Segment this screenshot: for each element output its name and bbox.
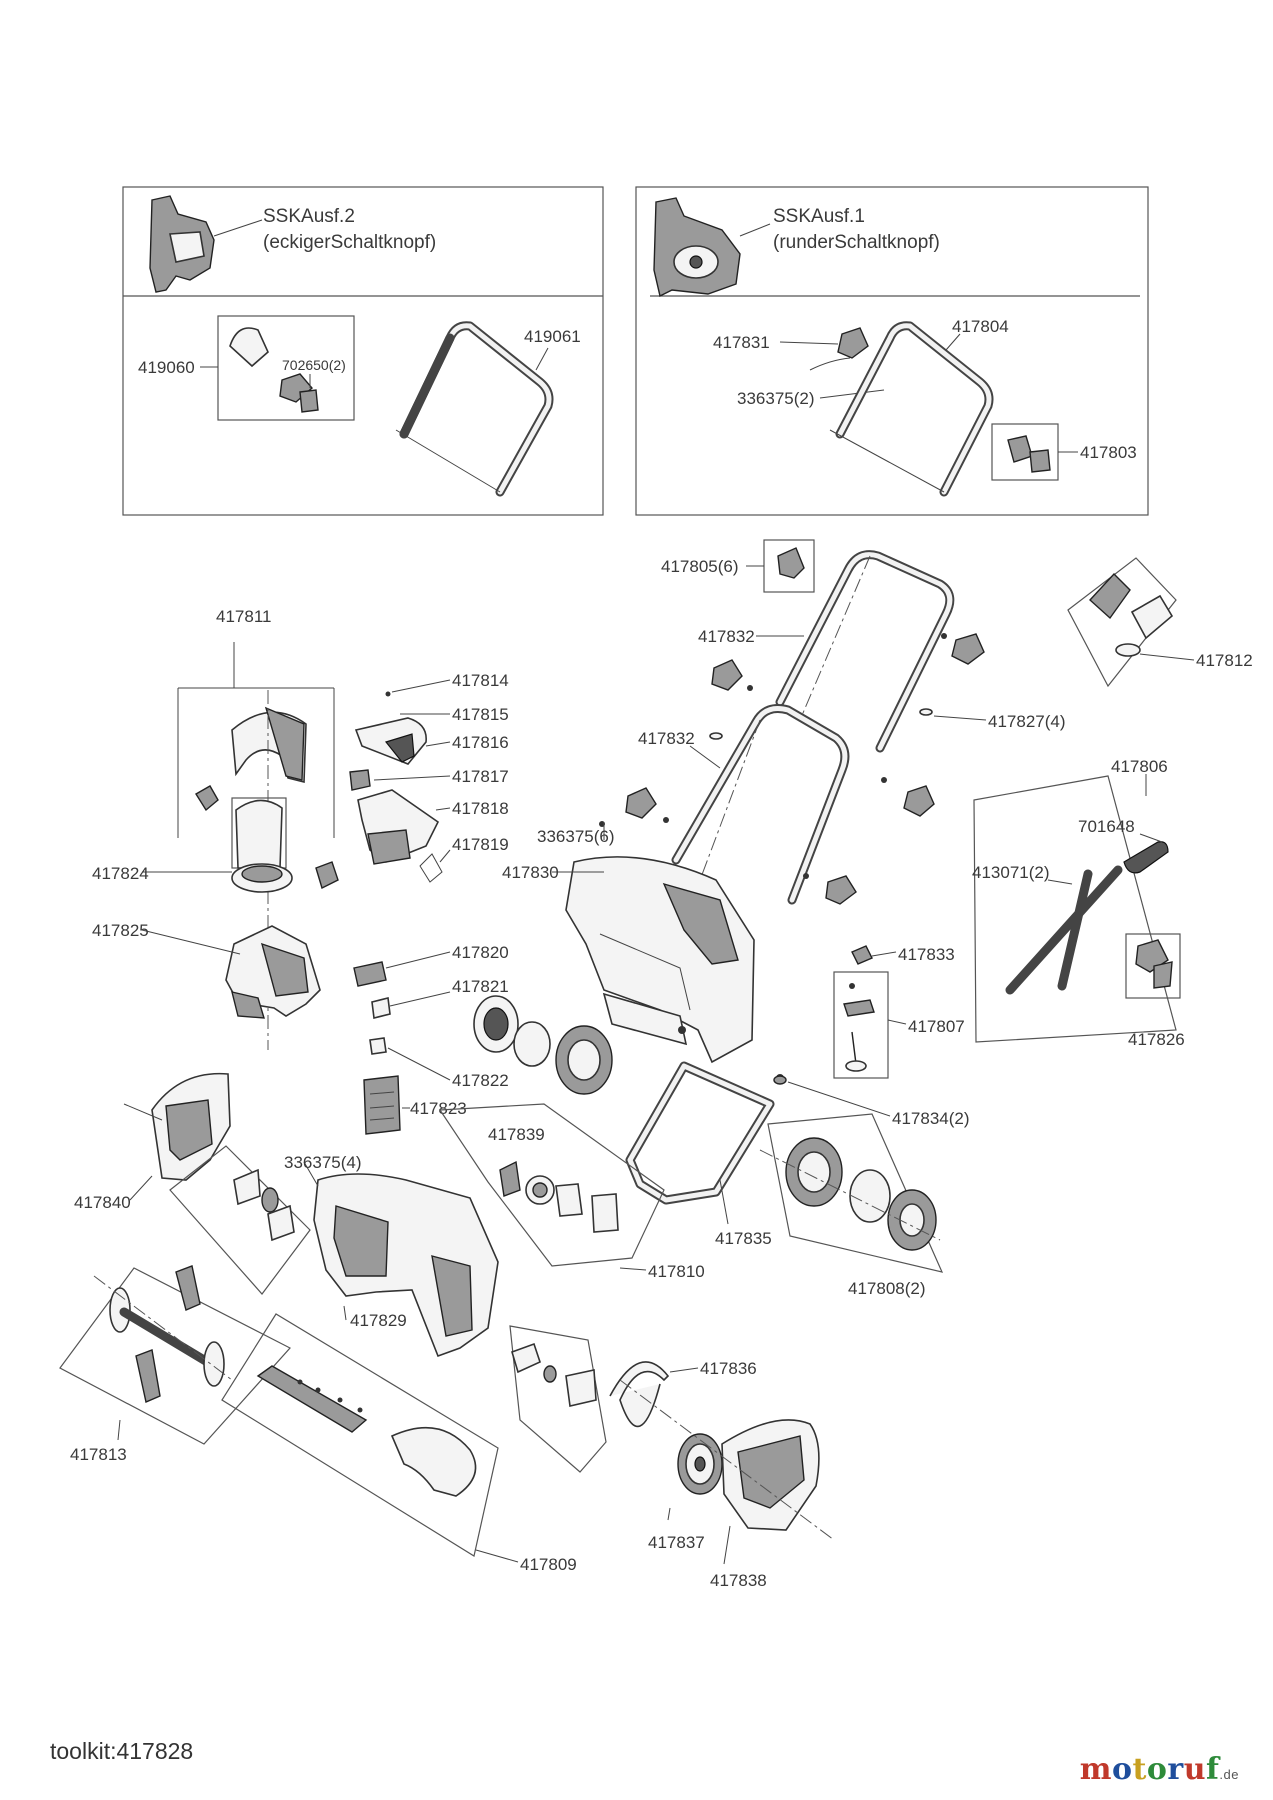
crank-kit-417806: 417806 701648 413071(2) 417826	[972, 757, 1185, 1049]
control-unit-417812: 417812	[1067, 557, 1253, 688]
label-417825: 417825	[92, 921, 149, 940]
label-417811: 417811	[216, 607, 271, 626]
label-417831: 417831	[713, 333, 770, 352]
label-417839: 417839	[488, 1125, 545, 1144]
label-417813: 417813	[70, 1445, 127, 1464]
label-417832-b: 417832	[638, 729, 695, 748]
handle-frame-417804	[829, 321, 994, 497]
label-417810: 417810	[648, 1262, 705, 1281]
label-413071-2: 413071(2)	[972, 863, 1050, 882]
label-417812: 417812	[1196, 651, 1253, 670]
label-417803: 417803	[1080, 443, 1137, 462]
label-417816: 417816	[452, 733, 509, 752]
label-417805-6: 417805(6)	[661, 557, 739, 576]
label-417808-2: 417808(2)	[848, 1279, 926, 1298]
label-417807: 417807	[908, 1017, 965, 1036]
label-417824: 417824	[92, 864, 149, 883]
logo-suffix: .de	[1219, 1767, 1239, 1782]
variant-right-subtitle: (runderSchaltknopf)	[773, 232, 940, 253]
label-701648: 701648	[1078, 817, 1135, 836]
label-417827-4: 417827(4)	[988, 712, 1066, 731]
chute-base-417825	[225, 925, 321, 1019]
label-417836: 417836	[700, 1359, 757, 1378]
frame-417835	[625, 1061, 775, 1205]
variant-left-subtitle: (eckigerSchaltknopf)	[263, 232, 436, 253]
label-417818: 417818	[452, 799, 509, 818]
logo-wordmark: motoruf	[1079, 1752, 1220, 1787]
label-417838: 417838	[710, 1571, 767, 1590]
toolkit-number: toolkit:417828	[50, 1738, 194, 1764]
pulley-417837	[677, 1433, 723, 1495]
handle-frame-419061	[395, 321, 554, 497]
label-336375-2: 336375(2)	[737, 389, 815, 408]
label-417820: 417820	[452, 943, 509, 962]
label-417837: 417837	[648, 1533, 705, 1552]
variant-panel-right: SSKAusf.1 (runderSchaltknopf) 417831 336…	[635, 186, 1149, 516]
scraper-bar-417809	[221, 1313, 499, 1557]
label-417823: 417823	[410, 1099, 467, 1118]
side-cover-417840	[123, 1072, 311, 1295]
label-417833: 417833	[898, 945, 955, 964]
label-417819: 417819	[452, 835, 509, 854]
variant-left-title: SSKAusf.2	[263, 206, 355, 227]
auger-417813	[59, 1265, 291, 1445]
label-417809: 417809	[520, 1555, 577, 1574]
label-417829: 417829	[350, 1311, 407, 1330]
label-336375-6: 336375(6)	[537, 827, 615, 846]
auger-housing-417829	[313, 1173, 499, 1358]
motoruf-logo: motoruf.de	[1080, 1752, 1239, 1787]
label-417835: 417835	[715, 1229, 772, 1248]
label-417826: 417826	[1128, 1030, 1185, 1049]
label-417804: 417804	[952, 317, 1009, 336]
label-417817: 417817	[452, 767, 509, 786]
label-702650-2: 702650(2)	[282, 357, 346, 373]
label-417806: 417806	[1111, 757, 1168, 776]
label-417822: 417822	[452, 1071, 509, 1090]
label-417832-a: 417832	[698, 627, 755, 646]
variant-right-title: SSKAusf.1	[773, 206, 865, 227]
housing-417830	[565, 856, 755, 1064]
label-417840: 417840	[74, 1193, 131, 1212]
chute-ring-417824	[231, 797, 339, 893]
label-417814: 417814	[452, 671, 509, 690]
upper-handle	[775, 550, 955, 753]
wheel-pair-center	[473, 995, 784, 1095]
belt-cover-417838	[619, 1379, 835, 1541]
variant-panel-left: SSKAusf.2 (eckigerSchaltknopf) 419060 70…	[122, 186, 604, 516]
label-417815: 417815	[452, 705, 509, 724]
label-419060: 419060	[138, 358, 195, 377]
label-417834-2: 417834(2)	[892, 1109, 970, 1128]
label-419061: 419061	[524, 327, 581, 346]
gear-kit-417839	[438, 1103, 665, 1267]
label-336375-4: 336375(4)	[284, 1153, 362, 1172]
wheel-kit-417808	[759, 1113, 944, 1273]
chute-kit-417811: 417811	[177, 607, 335, 1050]
label-417830: 417830	[502, 863, 559, 882]
lower-handle	[671, 704, 850, 905]
label-417821: 417821	[452, 977, 509, 996]
